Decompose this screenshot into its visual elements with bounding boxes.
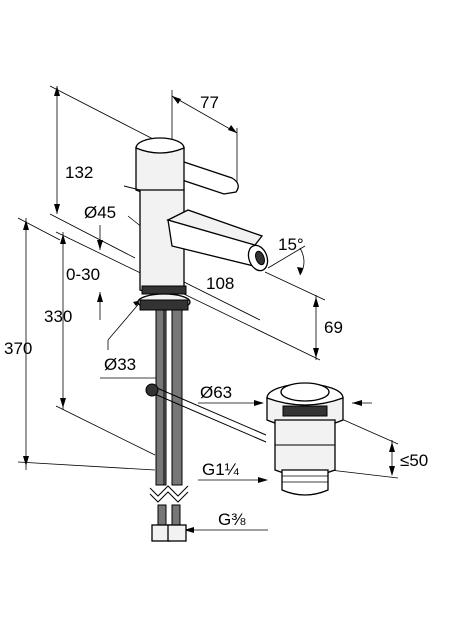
dim-spout-length: 108 — [206, 274, 234, 293]
dim-base-diameter: Ø33 — [104, 355, 136, 374]
dim-body-diameter: Ø45 — [84, 203, 116, 222]
dim-height-adjust: 0-30 — [66, 265, 100, 284]
dim-total-height: 370 — [4, 339, 32, 358]
dim-spout-reach: 77 — [200, 93, 219, 112]
dim-supply-thread: G⅜ — [218, 510, 246, 529]
dim-waste-thread: G1¼ — [202, 460, 240, 479]
dimension-labels: 77 132 Ø45 15° 0-30 108 330 69 370 Ø33 Ø… — [4, 93, 428, 529]
dim-max-depth: ≤50 — [400, 451, 428, 470]
waste-fitting — [266, 382, 344, 496]
supply-hoses — [145, 309, 267, 542]
dim-swivel-angle: 15° — [278, 235, 304, 254]
dim-spout-height: 330 — [44, 307, 72, 326]
dim-handle-height: 132 — [65, 163, 93, 182]
faucet-body — [123, 137, 269, 311]
dim-waste-diameter: Ø63 — [200, 383, 232, 402]
dim-outlet-height: 69 — [324, 318, 343, 337]
